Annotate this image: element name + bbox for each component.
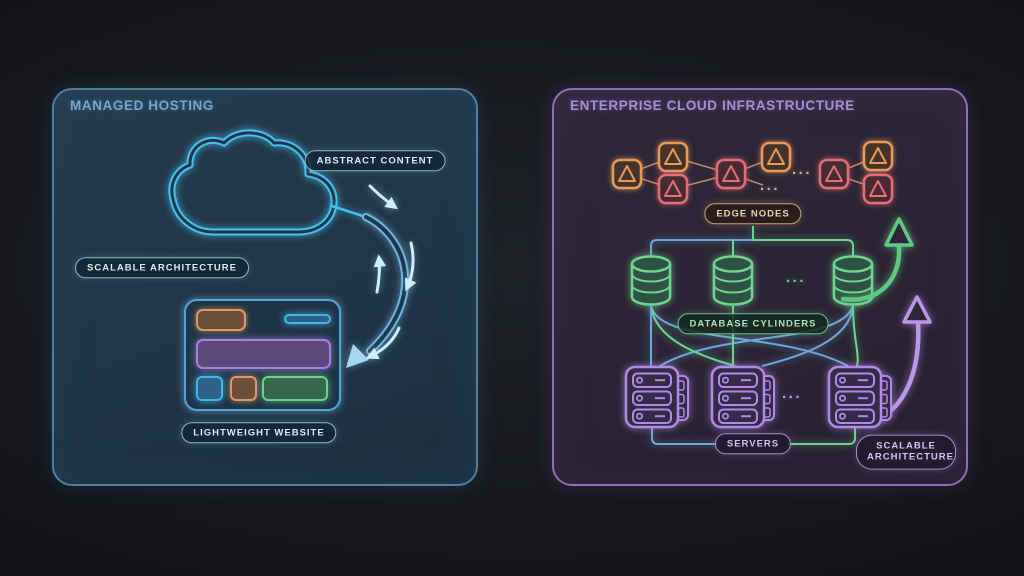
servers-label: SERVERS [714, 433, 792, 455]
scalable-architecture-line2: ARCHITECTURE [867, 452, 954, 463]
managed-hosting-title: MANAGED HOSTING [70, 98, 214, 113]
lightweight-website-label: LIGHTWEIGHT WEBSITE [181, 422, 337, 444]
enterprise-cloud-title: ENTERPRISE CLOUD INFRASTRUCTURE [570, 98, 855, 113]
scalable-architecture-label-left: SCALABLE ARCHITECTURE [75, 257, 249, 279]
scalable-architecture-label-right: SCALABLE ARCHITECTURE [856, 434, 956, 470]
scalable-architecture-line1: SCALABLE [876, 440, 936, 452]
enterprise-cloud-panel: ENTERPRISE CLOUD INFRASTRUCTURE [552, 88, 968, 486]
database-cylinders-label: DATABASE CYLINDERS [677, 313, 829, 335]
edge-nodes-label: EDGE NODES [704, 203, 802, 225]
abstract-content-label: ABSTRACT CONTENT [304, 150, 446, 172]
